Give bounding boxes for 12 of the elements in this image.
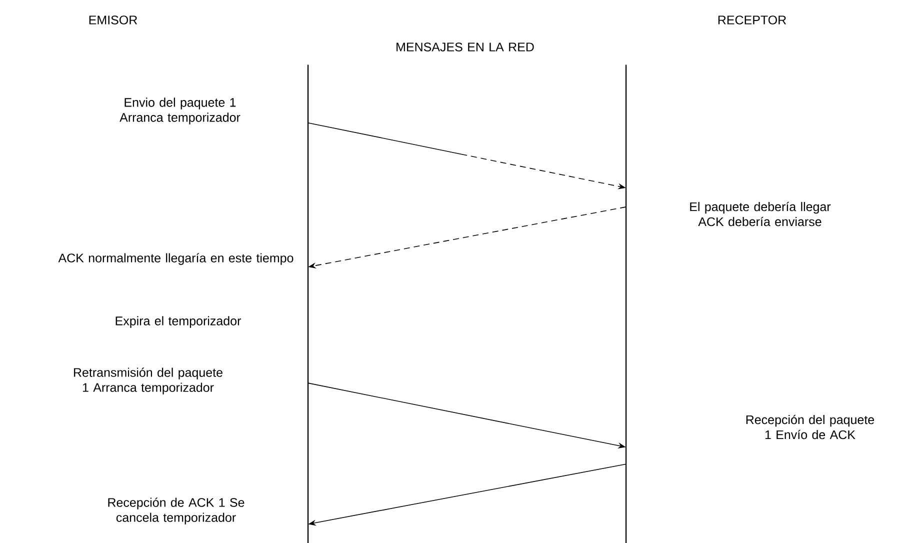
annotation: Retransmisión del paquete 1 Arranca temporizador: [74, 368, 222, 394]
annotation: MENSAJES EN LA RED: [396, 42, 534, 52]
annotation: El paquete debería llegar ACK debería enviarse: [690, 202, 831, 226]
annotation: Expira el temporizador: [116, 316, 241, 328]
lifeline: [307, 64, 309, 543]
lifeline-heading: EMISOR: [89, 16, 138, 24]
annotation: Recepción de ACK 1 Se cancela temporizador: [108, 498, 244, 524]
annotation: Envio del paquete 1 Arranca temporizador: [120, 98, 240, 124]
annotation: Recepción del paquete 1 Envío de ACK: [746, 414, 874, 440]
lifeline: [625, 64, 627, 543]
annotation: ACK normalmente llegaría en este tiempo: [58, 253, 294, 265]
lifeline-heading: RECEPTOR: [718, 16, 786, 24]
